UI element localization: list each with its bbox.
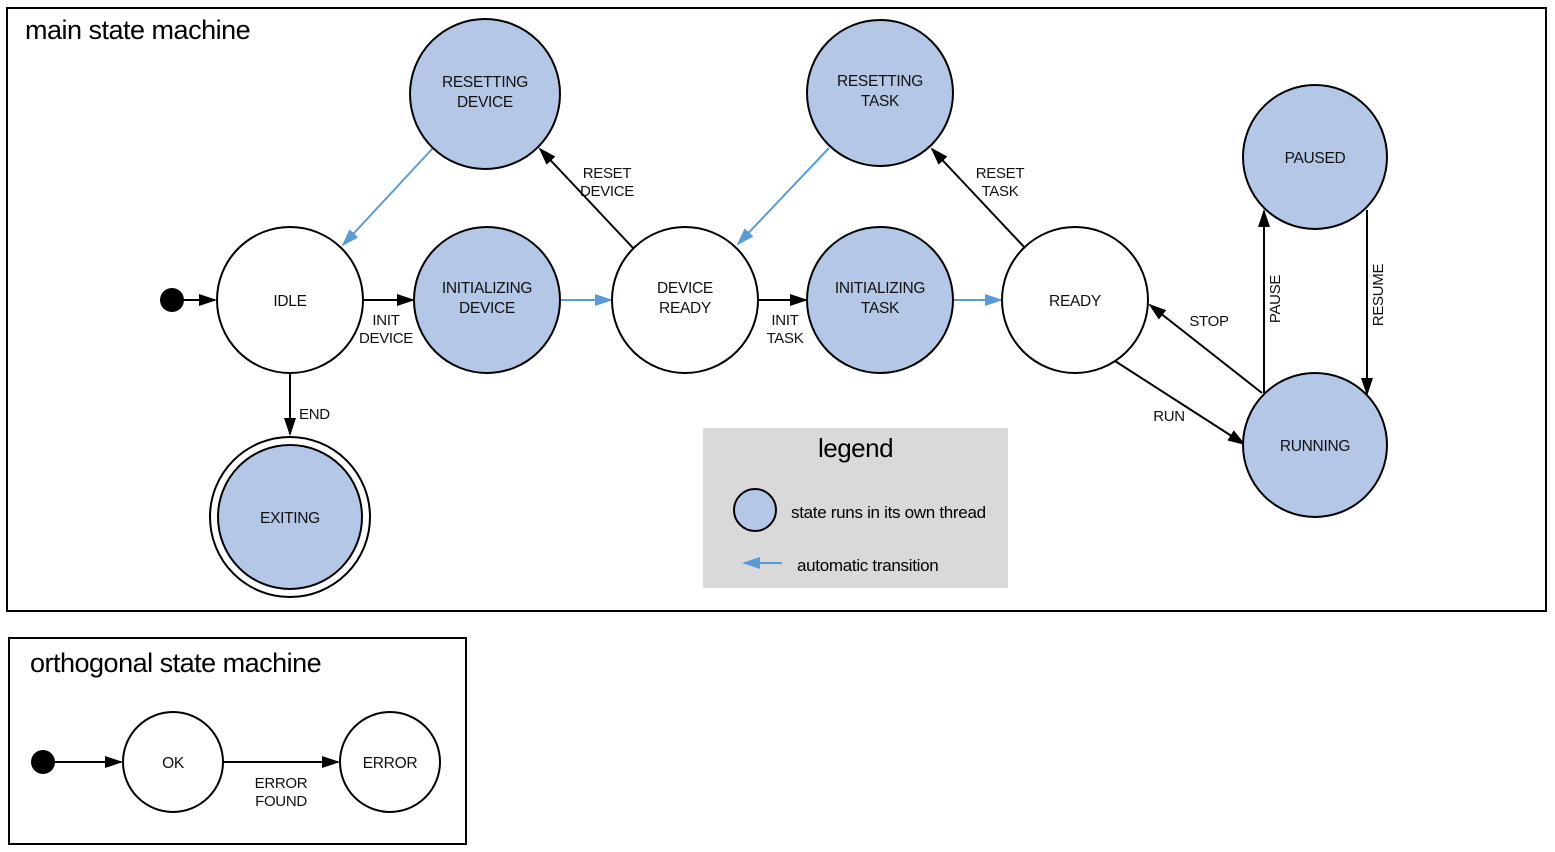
thread-state-icon: [732, 487, 778, 538]
legend-item-thread-state: state runs in its own thread: [732, 487, 986, 538]
legend: legend state runs in its own thread auto…: [703, 428, 1008, 588]
automatic-transition-icon: [732, 555, 784, 576]
legend-item-label: automatic transition: [797, 555, 939, 575]
legend-item-label: state runs in its own thread: [791, 502, 986, 522]
legend-title: legend: [817, 433, 894, 463]
thread-state-icon-svg: [733, 488, 777, 532]
main-state-machine-title: main state machine: [25, 15, 251, 45]
legend-item-automatic-transition: automatic transition: [732, 555, 939, 576]
orthogonal-state-machine-panel: orthogonal state machine: [8, 637, 467, 845]
orthogonal-state-machine-title: orthogonal state machine: [30, 648, 322, 678]
automatic-transition-icon-svg: [742, 557, 782, 569]
thread-state-circle: [733, 488, 777, 532]
